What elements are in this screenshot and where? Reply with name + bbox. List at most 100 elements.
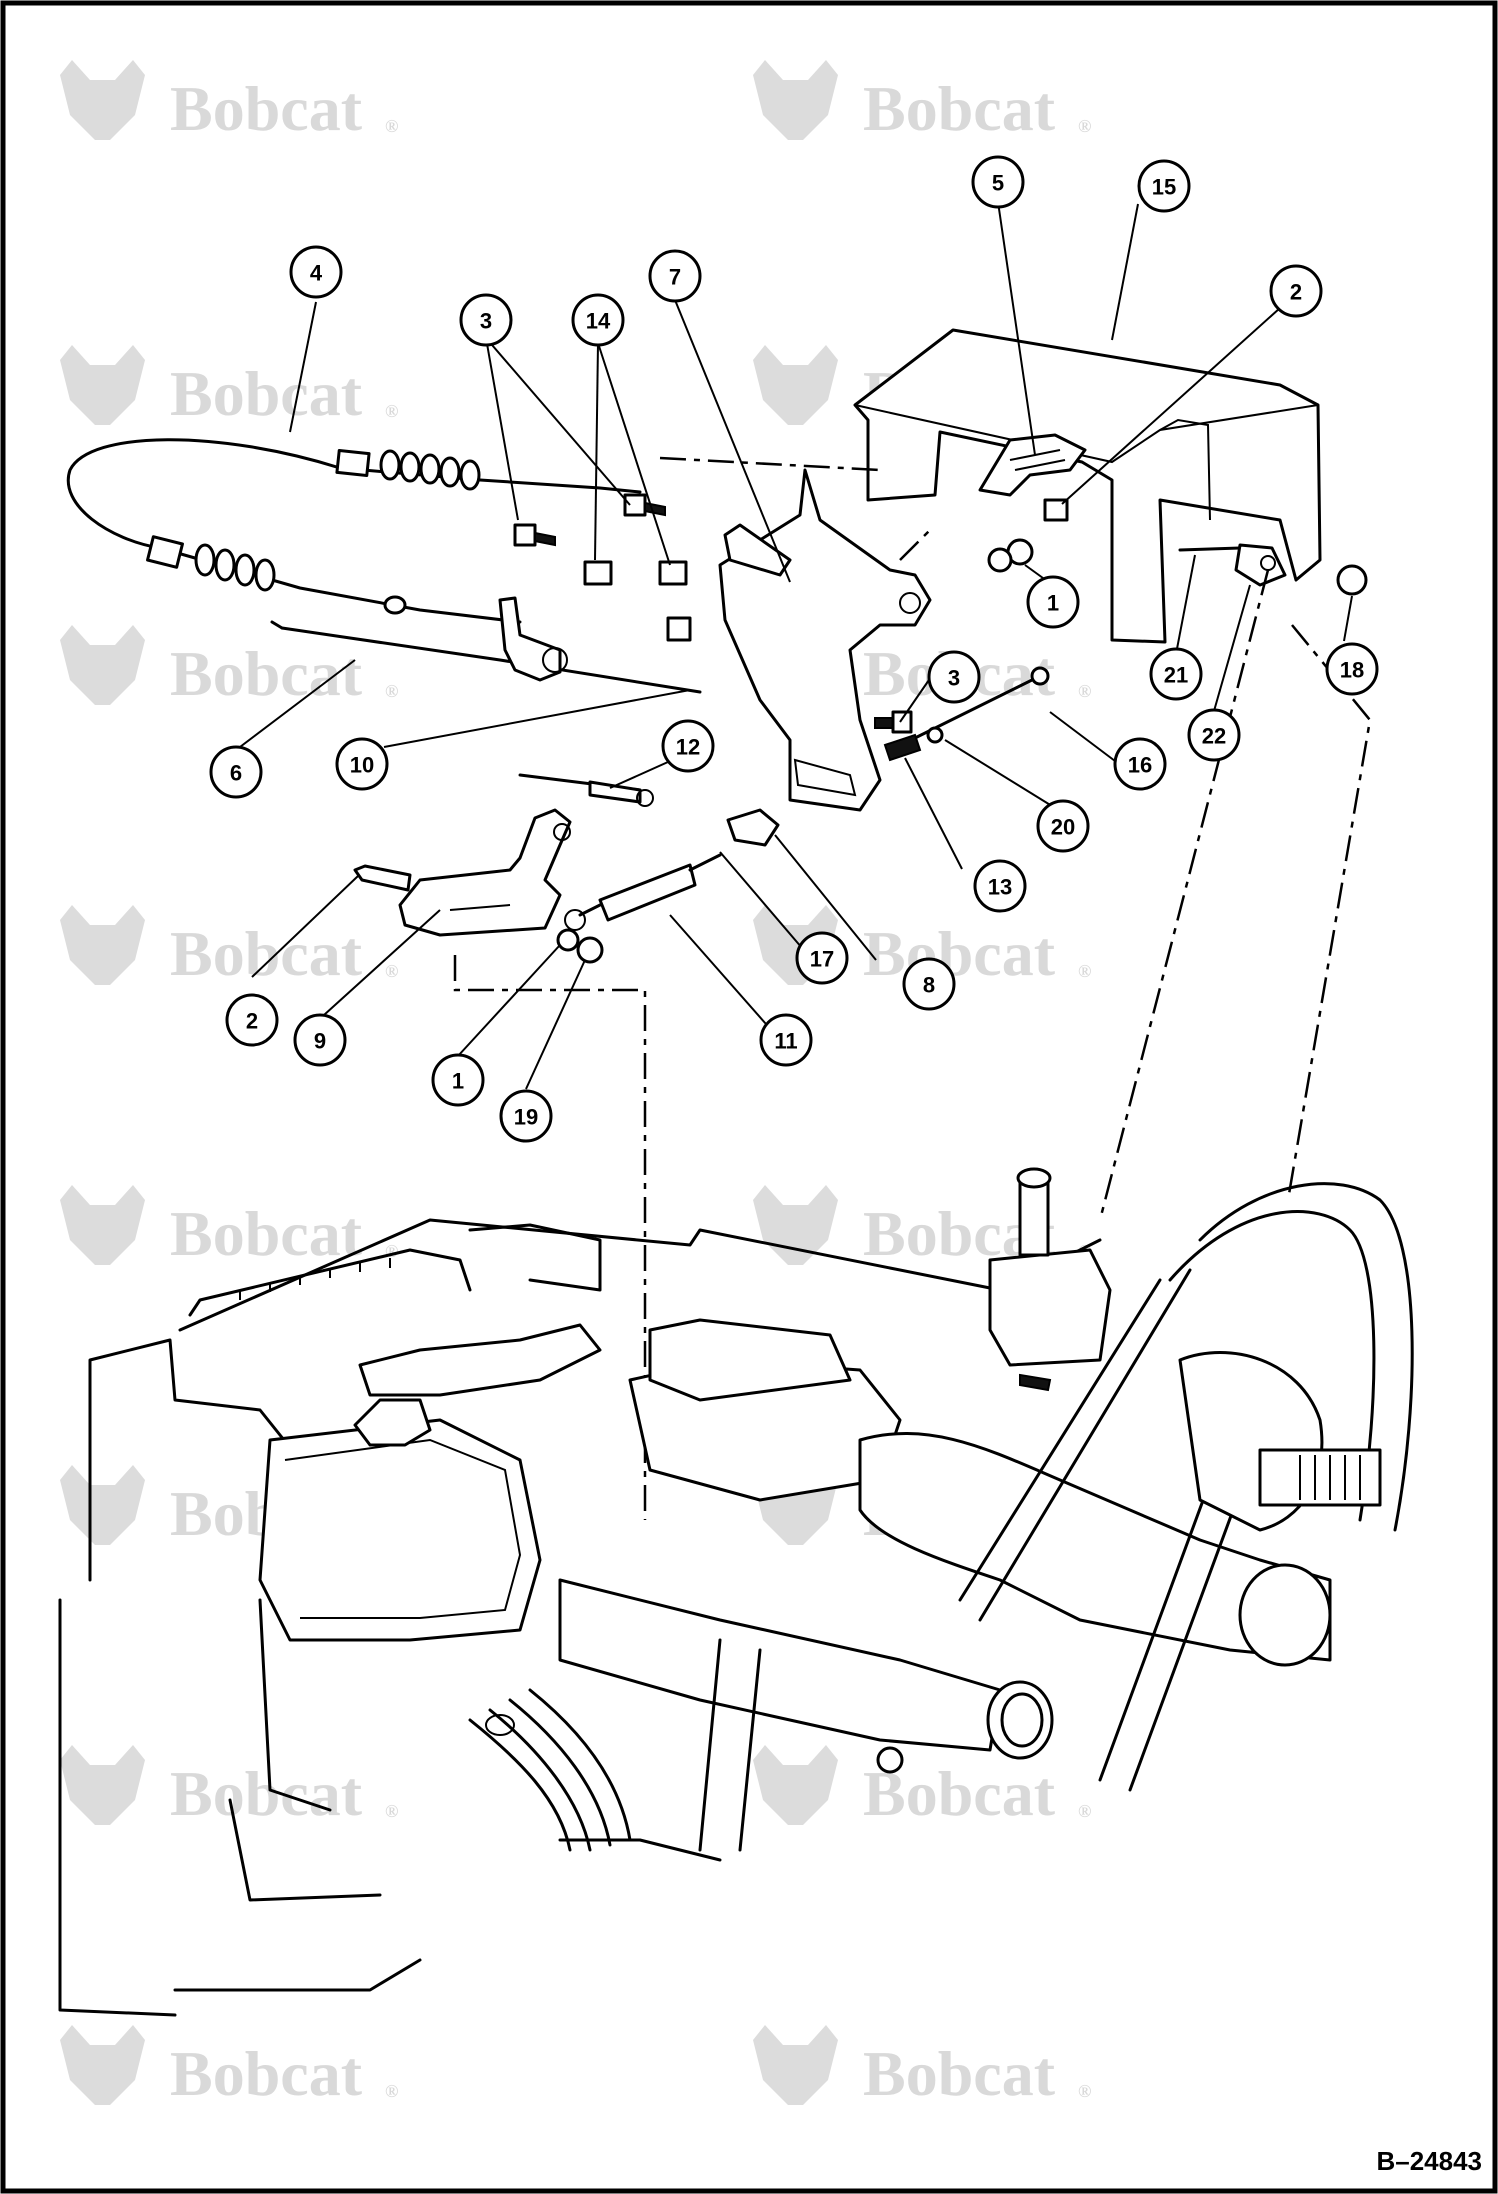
cover-fold-line	[854, 404, 1319, 464]
nut-lower	[576, 936, 604, 964]
callout-c19: 19	[499, 1089, 553, 1143]
callout-circle	[431, 1053, 485, 1107]
throttle-cable	[66, 438, 342, 550]
pivot-shaft	[1178, 546, 1242, 552]
exhaust-outlet	[1238, 1563, 1332, 1667]
callout-label: 5	[992, 171, 1004, 196]
callout-c15: 15	[1137, 159, 1191, 213]
cable-upper-fittings	[335, 448, 481, 491]
callout-c4: 4	[289, 245, 343, 299]
callout-c17: 17	[795, 931, 849, 985]
callout-c8: 8	[902, 957, 956, 1011]
watermark-bobcat-icon	[60, 1745, 145, 1825]
bolt-right-head	[891, 710, 913, 734]
callout-label: 17	[810, 947, 834, 972]
capscrews	[513, 493, 692, 642]
callout-circle	[1137, 159, 1191, 213]
watermark-logo: Bobcat ®	[753, 2025, 1091, 2109]
watermark-registered-mark: ®	[385, 116, 398, 136]
watermark-bobcat-icon	[753, 1745, 838, 1825]
callout-c20: 20	[1036, 799, 1090, 853]
arm-lower	[698, 1638, 762, 1852]
callout-c7: 7	[648, 249, 702, 303]
callout-label: 10	[350, 753, 374, 778]
watermark-bobcat-icon	[60, 345, 145, 425]
nut-upper	[987, 547, 1013, 573]
callout-c3a: 3	[459, 293, 513, 347]
lever-plate-slot	[449, 904, 511, 911]
callout-circle	[759, 1013, 813, 1067]
callout-circle	[648, 249, 702, 303]
washer-lower	[556, 928, 580, 952]
callout-circle	[571, 293, 625, 347]
watermark-logo: Bobcat®	[60, 1185, 398, 1269]
callout-label: 1	[452, 1069, 464, 1094]
watermark-registered-mark: ®	[1078, 1801, 1091, 1821]
callout-label: 2	[246, 1009, 258, 1034]
cable-clip	[726, 808, 780, 847]
watermark-text: Bobcat	[170, 73, 363, 144]
callout-label: 4	[310, 261, 323, 286]
pto-shaft	[1258, 1448, 1382, 1507]
watermark-registered-mark: ®	[1078, 2081, 1091, 2101]
watermark-text: Bobcat	[863, 2038, 1056, 2109]
lever-plate	[398, 808, 572, 937]
lever-plate-hole	[553, 823, 571, 841]
callout-c6: 6	[209, 745, 263, 799]
lever-arm	[498, 596, 562, 682]
callout-label: 18	[1340, 658, 1364, 683]
spring-loop	[485, 1714, 515, 1736]
callout-c9: 9	[293, 1013, 347, 1067]
watermark-text: Bobcat	[863, 918, 1056, 989]
fuel-tank	[258, 1418, 542, 1642]
drive-belt-inner	[1168, 1210, 1376, 1522]
callout-label: 6	[230, 761, 242, 786]
callout-circle	[902, 957, 956, 1011]
control-rod-bend	[270, 620, 284, 630]
frame-support	[228, 1598, 382, 1902]
callout-circle	[1325, 642, 1379, 696]
watermark-logo: Bobcat ®	[60, 60, 398, 144]
callout-label: 20	[1051, 815, 1075, 840]
callout-circle	[973, 859, 1027, 913]
leader-lines	[235, 201, 1353, 1090]
callout-label: 13	[988, 875, 1012, 900]
callout-label: 7	[669, 265, 681, 290]
watermark-bobcat-icon	[60, 1185, 145, 1265]
watermark-logo: Bobcat®	[60, 905, 398, 989]
frame-ledge-teeth	[239, 1258, 391, 1300]
callout-label: 2	[1290, 280, 1302, 305]
callout-circle	[1269, 264, 1323, 318]
frame-ledge	[188, 1248, 472, 1317]
linkage-housing	[988, 1248, 1112, 1367]
callout-c16: 16	[1113, 737, 1167, 791]
watermark-logo: Bobcat®	[60, 2025, 398, 2109]
callout-circle	[335, 737, 389, 791]
callout-label: 19	[514, 1105, 538, 1130]
exhaust-clamp-inner	[1000, 1692, 1044, 1748]
watermark-registered-mark: ®	[385, 681, 398, 701]
callout-c18: 18	[1325, 642, 1379, 696]
callout-c22: 22	[1187, 708, 1241, 762]
watermark-text: Bobcat	[170, 1198, 363, 1269]
callout-label: 1	[1047, 591, 1059, 616]
knob-pin	[1043, 498, 1069, 522]
lever-spring-clip	[542, 647, 568, 673]
watermark-text: Bobcat	[170, 918, 363, 989]
watermark-registered-mark: ®	[1078, 116, 1091, 136]
callout-c3b: 3	[927, 650, 981, 704]
watermark-registered-mark: ®	[385, 2081, 398, 2101]
callout-circle	[1113, 737, 1167, 791]
frame-nut	[876, 1746, 904, 1774]
callout-label: 3	[948, 666, 960, 691]
callout-label: 21	[1164, 663, 1188, 688]
watermark-logo: Bobcat®	[60, 345, 398, 429]
tank-rim	[284, 1438, 522, 1619]
lock-nut	[1336, 564, 1368, 596]
belt-strand-2	[978, 1268, 1192, 1622]
callout-circle	[293, 1013, 347, 1067]
frame-inner-panel	[468, 1223, 602, 1292]
